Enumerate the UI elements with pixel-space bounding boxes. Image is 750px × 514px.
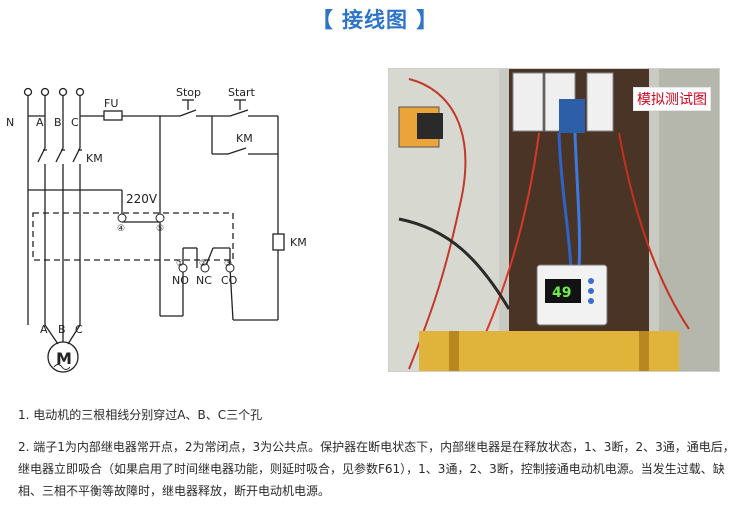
label-co: CO xyxy=(221,274,238,287)
notes-section: 1. 电动机的三根相线分别穿过A、B、C三个孔 2. 端子1为内部继电器常开点，… xyxy=(18,404,736,502)
page-title: 【 接线图 】 xyxy=(311,8,439,32)
label-b-bottom: B xyxy=(58,323,66,336)
label-c: C xyxy=(71,116,79,129)
label-km-main: KM xyxy=(86,152,103,165)
test-photo-illustration: 49 xyxy=(389,69,719,371)
terminal-4: ④ xyxy=(117,224,125,234)
label-no: NO xyxy=(172,274,189,287)
label-220v: 220V xyxy=(126,192,158,206)
label-a-bottom: A xyxy=(40,323,48,336)
label-a: A xyxy=(36,116,44,129)
device-display: 49 xyxy=(552,285,571,301)
label-km-coil: KM xyxy=(290,236,307,249)
label-start: Start xyxy=(228,86,256,99)
label-n: N xyxy=(6,116,14,129)
motor-ac-symbol xyxy=(53,364,71,370)
label-c-bottom: C xyxy=(75,323,83,336)
test-photo: 49 模拟测试图 xyxy=(388,68,720,372)
wiring-diagram: N A B C FU Stop Start KM KM KM 220V ④ ⑤ … xyxy=(6,86,307,373)
label-b: B xyxy=(54,116,62,129)
terminal-2: ② xyxy=(199,259,207,269)
terminal-1: ① xyxy=(176,259,184,269)
terminal-5: ⑤ xyxy=(156,224,164,234)
label-km-hold: KM xyxy=(236,132,253,145)
photo-caption: 模拟测试图 xyxy=(633,87,711,111)
label-fu: FU xyxy=(104,97,118,110)
terminal-3: ③ xyxy=(224,259,232,269)
note-2: 2. 端子1为内部继电器常开点，2为常闭点，3为公共点。保护器在断电状态下，内部… xyxy=(18,440,735,498)
note-1: 1. 电动机的三根相线分别穿过A、B、C三个孔 xyxy=(18,408,263,422)
label-stop: Stop xyxy=(176,86,201,99)
label-nc: NC xyxy=(196,274,212,287)
motor-label: M xyxy=(56,349,72,368)
